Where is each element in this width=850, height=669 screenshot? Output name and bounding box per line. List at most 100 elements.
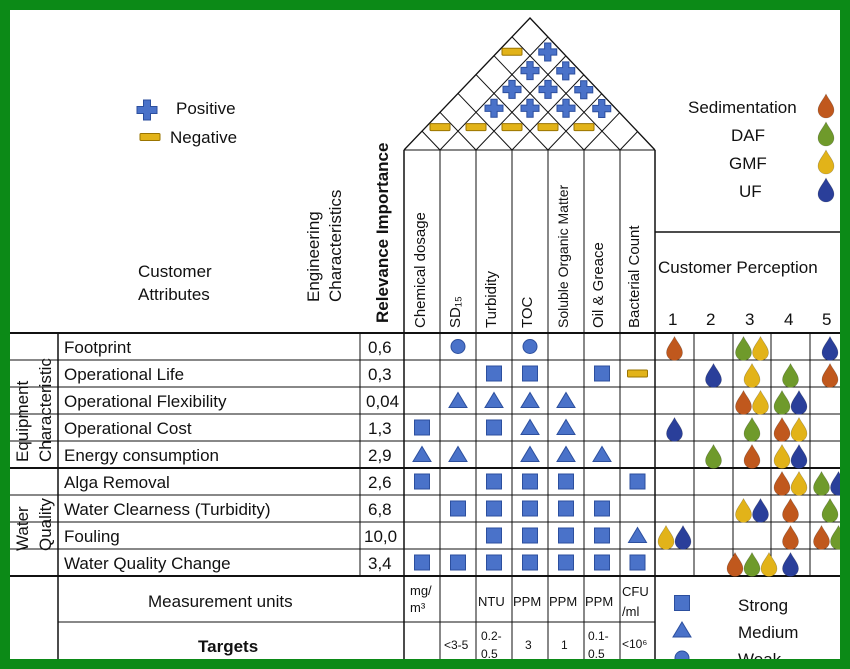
unit-chemical-dosage: mg/ m³: [410, 583, 432, 615]
perception-sedimentation-drop-icon: [782, 524, 799, 550]
method-label-daf: DAF: [731, 126, 765, 145]
perception-uf-drop-icon: [782, 551, 799, 577]
strong-square-icon: [486, 419, 502, 436]
target-turbidity: 0.2- 0.5: [481, 629, 502, 661]
perception-daf-drop-icon: [705, 443, 722, 469]
roof-positive-icon: [520, 98, 540, 118]
attribute-operational-life: Operational Life: [64, 365, 185, 384]
perception-sedimentation-drop-icon: [821, 362, 839, 388]
targets-label: Targets: [198, 637, 259, 656]
importance-fouling: 10,0: [364, 527, 398, 546]
perception-uf-drop-icon: [790, 443, 808, 469]
perception-daf-drop-icon: [773, 389, 791, 415]
target-sd15: <3-5: [444, 638, 469, 652]
strong-square-icon: [594, 365, 610, 382]
strong-square-icon: [414, 419, 430, 436]
characteristic-oil-greace: Oil & Greace: [590, 242, 607, 328]
roof-outline: [403, 17, 656, 151]
customer-attributes-line2: Attributes: [138, 285, 210, 304]
roof-positive-icon: [538, 79, 558, 99]
importance-operational-cost: 1,3: [368, 419, 392, 438]
roof-positive-icon: [538, 42, 558, 62]
roof-negative-icon: [537, 123, 559, 132]
weak-circle-icon: [450, 339, 466, 354]
strong-square-icon: [629, 554, 646, 571]
group-equipment-line2: Characteristic: [36, 358, 55, 462]
target-toc: 3: [525, 638, 532, 652]
target-soluble-organic-matter: 1: [561, 638, 568, 652]
importance-alga-removal: 2,6: [368, 473, 392, 492]
characteristic-sd15: SD₁₅: [447, 296, 464, 328]
roof-diagonal: [493, 55, 585, 151]
method-label-sedimentation: Sedimentation: [688, 98, 797, 117]
strong-square-icon: [486, 473, 502, 490]
method-label-gmf: GMF: [729, 154, 767, 173]
roof-positive-icon: [592, 99, 612, 119]
roof-diagonal: [475, 55, 566, 151]
legend-medium-icon: [672, 621, 692, 638]
medium-triangle-icon: [627, 526, 648, 543]
perception-sedimentation-drop-icon: [782, 497, 799, 523]
importance-energy-consumption: 2,9: [368, 446, 392, 465]
strong-square-icon: [450, 500, 466, 517]
perception-daf-drop-icon: [743, 551, 761, 577]
roof-negative-icon: [501, 47, 523, 56]
strong-square-icon: [558, 473, 574, 490]
perception-uf-drop-icon: [705, 362, 722, 388]
unit-soluble-organic-matter: PPM: [549, 594, 578, 609]
legend-weak-icon: [674, 650, 690, 659]
perception-gmf-drop-icon: [743, 362, 761, 388]
attribute-operational-flexibility: Operational Flexibility: [64, 392, 227, 411]
method-daf-drop-icon: [817, 121, 835, 147]
perception-gmf-drop-icon: [657, 524, 675, 550]
characteristic-bacterial-count: Bacterial Count: [626, 225, 643, 328]
medium-triangle-icon: [520, 445, 540, 462]
legend-strong-icon: [674, 595, 690, 611]
group-water-line1: Water: [13, 506, 32, 551]
perception-uf-drop-icon: [674, 524, 692, 550]
medium-triangle-icon: [520, 391, 540, 408]
relevance-importance-header: Relevance Importance: [373, 142, 392, 323]
perception-daf-drop-icon: [830, 524, 840, 550]
strong-square-icon: [558, 527, 574, 544]
perception-gmf-drop-icon: [790, 470, 808, 496]
roof-positive-icon: [556, 98, 576, 118]
roof-positive-icon: [574, 80, 594, 100]
strong-square-icon: [522, 527, 538, 544]
strong-square-icon: [414, 473, 430, 490]
legend-strong-label: Strong: [738, 596, 789, 615]
customer-perception-header: Customer Perception: [658, 258, 818, 277]
importance-operational-life: 0,3: [368, 365, 392, 384]
roof-diagonal: [511, 36, 621, 151]
strong-square-icon: [558, 554, 574, 571]
medium-triangle-icon: [520, 418, 540, 435]
method-label-uf: UF: [739, 182, 762, 201]
perception-uf-drop-icon: [666, 416, 683, 442]
unit-oil-greace: PPM: [585, 594, 614, 609]
perception-sedimentation-drop-icon: [813, 524, 830, 550]
strong-square-icon: [594, 527, 610, 544]
strong-square-icon: [522, 473, 538, 490]
perception-uf-drop-icon: [752, 497, 769, 523]
attribute-water-quality-change: Water Quality Change: [64, 554, 231, 573]
strong-square-icon: [486, 500, 502, 517]
perception-uf-drop-icon: [821, 335, 839, 361]
perception-gmf-drop-icon: [790, 416, 808, 442]
importance-water-quality-change: 3,4: [368, 554, 392, 573]
perception-gmf-drop-icon: [773, 443, 791, 469]
perception-daf-drop-icon: [735, 335, 752, 361]
weak-circle-icon: [522, 339, 538, 354]
roof-positive-icon: [520, 61, 540, 81]
medium-triangle-icon: [556, 418, 576, 435]
roof-positive-icon: [484, 98, 504, 118]
scale-4: 4: [784, 310, 794, 329]
roof-negative-icon: [501, 123, 523, 132]
attribute-alga-removal: Alga Removal: [64, 473, 170, 492]
strong-square-icon: [594, 500, 610, 517]
importance-operational-flexibility: 0,04: [366, 392, 400, 411]
characteristic-turbidity: Turbidity: [483, 271, 500, 328]
medium-triangle-icon: [592, 445, 612, 462]
medium-triangle-icon: [556, 391, 576, 408]
unit-bacterial-count: CFU /ml: [622, 584, 649, 619]
legend-positive-label: Positive: [176, 99, 236, 118]
